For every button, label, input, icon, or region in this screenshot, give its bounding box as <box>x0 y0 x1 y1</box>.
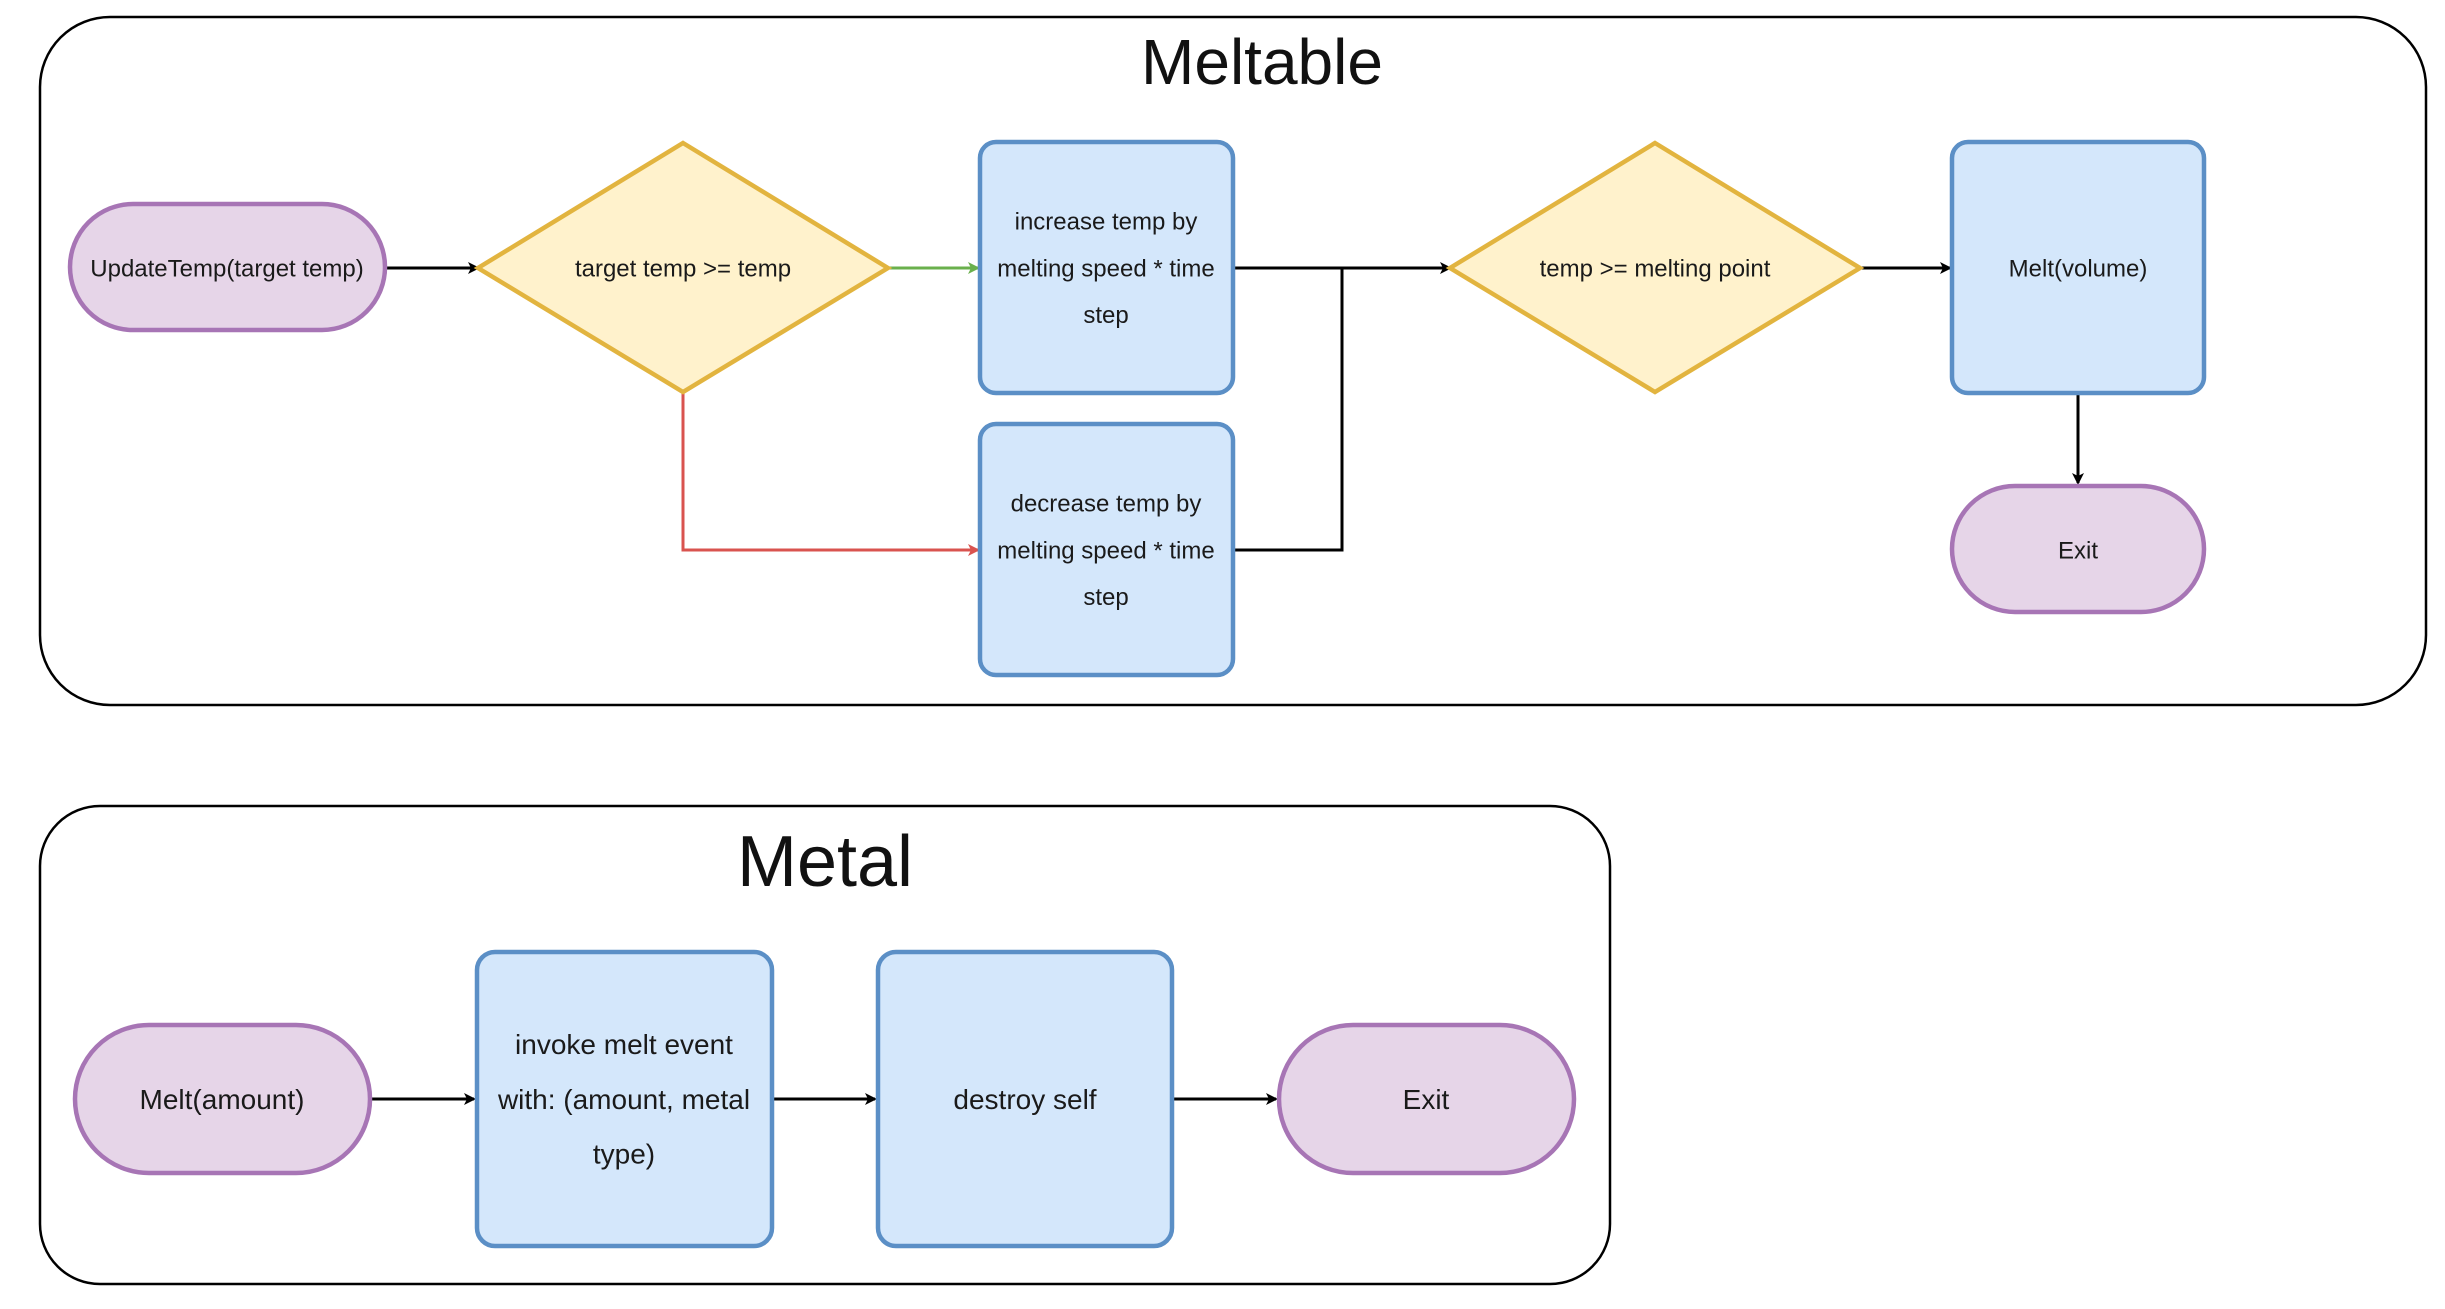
edge-decision-false-to-decrease <box>681 392 980 556</box>
process-decrease-temp: decrease temp by melting speed * time step <box>977 421 1236 678</box>
decision-melting-point-label: temp >= melting point <box>1540 255 1771 282</box>
process-increase-temp-label: increase temp by melting speed * time step <box>997 209 1214 330</box>
label-line: temp >= melting point <box>1540 255 1771 282</box>
process-invoke-melt-event: invoke melt event with: (amount, metal typ… <box>474 949 775 1249</box>
label-line: melting speed * time <box>997 537 1214 564</box>
process-decrease-temp-label: decrease temp by melting speed * time step <box>997 491 1214 612</box>
process-melt-volume: Melt(volume) <box>1949 139 2207 396</box>
label-line: UpdateTemp(target temp) <box>90 255 363 282</box>
process-increase-temp: increase temp by melting speed * time step <box>977 139 1236 396</box>
decision-melting-point: temp >= melting point <box>1445 140 1865 395</box>
label-line: melting speed * time <box>997 255 1214 282</box>
node-metal-exit: Exit <box>1276 1022 1577 1176</box>
node-update-temp-label: UpdateTemp(target temp) <box>90 255 363 282</box>
label-line: step <box>1083 584 1128 611</box>
label-line: invoke melt event <box>515 1029 733 1060</box>
node-meltable-exit: Exit <box>1949 483 2207 615</box>
node-update-temp: UpdateTemp(target temp) <box>67 201 388 333</box>
label-line: target temp >= temp <box>575 255 791 282</box>
label-line: Exit <box>1403 1084 1450 1115</box>
label-line: with: (amount, metal <box>497 1084 750 1115</box>
label-line: type) <box>593 1138 655 1169</box>
metal-container: Metal <box>38 804 1612 1286</box>
label-line: decrease temp by <box>1011 491 1202 518</box>
label-line: increase temp by <box>1015 209 1198 236</box>
process-destroy-self: destroy self <box>875 949 1175 1249</box>
label-line: destroy self <box>953 1084 1096 1115</box>
process-destroy-self-label: destroy self <box>953 1084 1096 1115</box>
label-line: Melt(amount) <box>140 1084 305 1115</box>
metal-title: Metal <box>737 822 913 902</box>
node-melt-amount: Melt(amount) <box>72 1022 373 1176</box>
decision-target-temp-label: target temp >= temp <box>575 255 791 282</box>
label-line: Melt(volume) <box>2009 255 2148 282</box>
label-line: Exit <box>2058 537 2098 564</box>
edge-decrease-to-melting-decision <box>1233 268 1344 552</box>
node-melt-amount-label: Melt(amount) <box>140 1084 305 1115</box>
process-melt-volume-label: Melt(volume) <box>2009 255 2148 282</box>
decision-target-temp: target temp >= temp <box>473 140 893 395</box>
meltable-title: Meltable <box>1141 26 1383 98</box>
meltable-edges <box>385 262 2084 556</box>
process-invoke-melt-event-label: invoke melt event with: (amount, metal typ… <box>497 1029 750 1169</box>
label-line: step <box>1083 302 1128 329</box>
node-metal-exit-label: Exit <box>1403 1084 1450 1115</box>
node-meltable-exit-label: Exit <box>2058 537 2098 564</box>
